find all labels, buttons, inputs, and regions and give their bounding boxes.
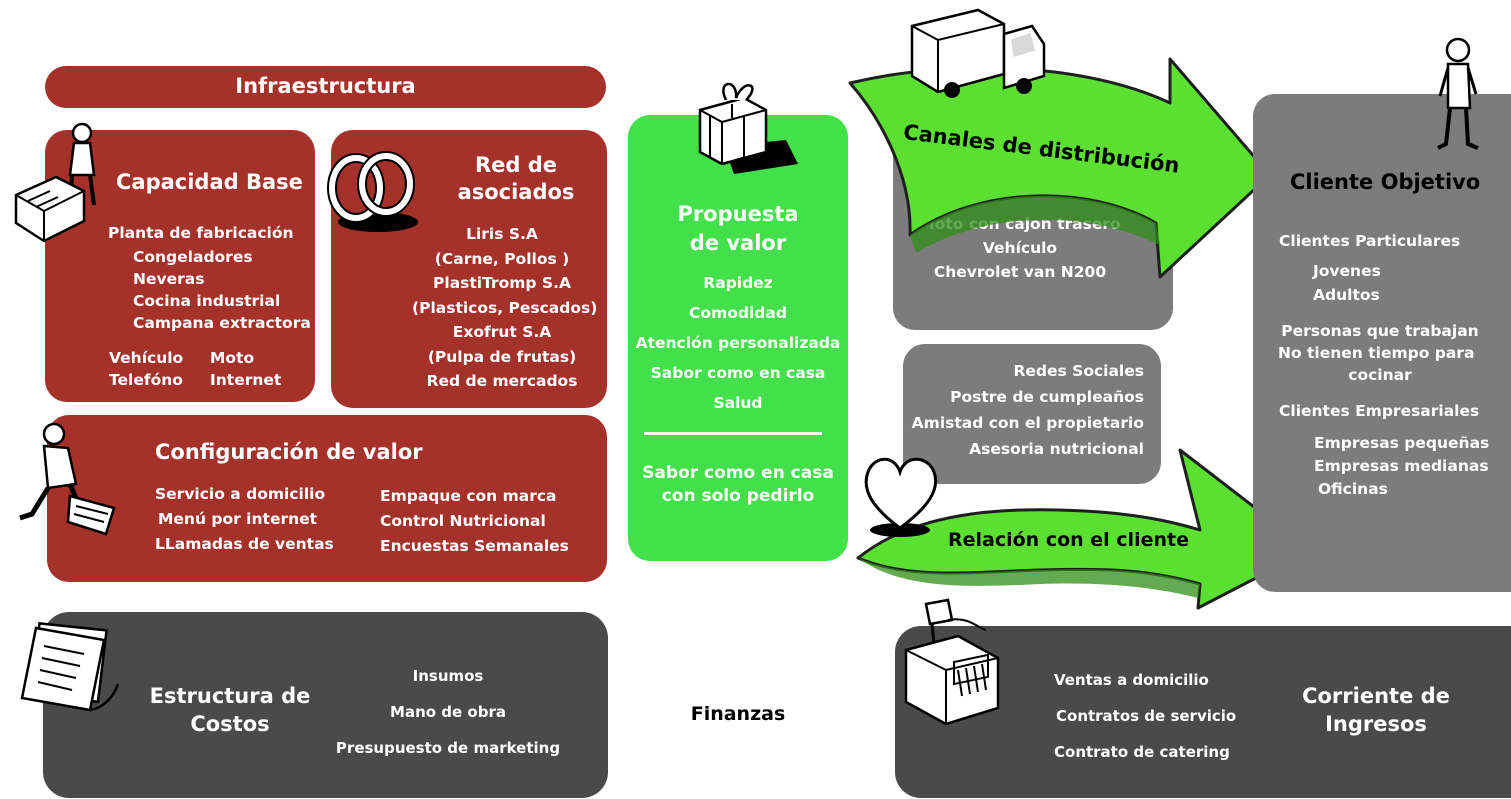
propuesta-divider: [644, 432, 822, 435]
paper-sheets-icon: [20, 622, 120, 712]
list-item: Insumos: [412, 667, 484, 685]
capacidad-base-left-list: Vehículo Telefóno: [109, 347, 183, 391]
propuesta-valor-box: [628, 115, 848, 561]
list-item: LLamadas de ventas: [155, 535, 334, 553]
clientes-particulares-list: Jovenes Adultos: [1313, 259, 1381, 307]
red-asociados-title: Red de asociados: [457, 153, 575, 204]
list-item: Adultos: [1313, 286, 1380, 304]
list-item: Congeladores: [133, 248, 253, 266]
relacion-box: [903, 344, 1161, 484]
clientes-particulares-label: Clientes Particulares: [1279, 232, 1461, 250]
list-item: Presupuesto de marketing: [335, 739, 561, 757]
list-item: Encuestas Semanales: [380, 537, 569, 555]
gift-box-icon: [698, 82, 798, 174]
standing-person-icon: [1437, 37, 1479, 150]
list-item: Atención personalizada: [635, 334, 841, 352]
relacion-title: Relación con el cliente: [948, 529, 1189, 551]
propuesta-valor-list: Rapidez Comodidad Atención personalizada…: [628, 268, 848, 418]
red-asociados-list: Liris S.A (Carne, Pollos ) PlastiTromp S…: [412, 222, 598, 394]
list-item: (Pulpa de frutas): [427, 347, 577, 366]
estructura-costos-title: Estructura de Costos: [149, 684, 311, 736]
list-item: Red de mercados: [426, 372, 578, 390]
list-item: Servicio a domicilio: [155, 485, 326, 503]
list-item: Sabor como en casa: [650, 364, 826, 382]
list-item: Postre de cumpleaños: [950, 388, 1144, 406]
clientes-empresariales-label: Clientes Empresariales: [1279, 402, 1480, 420]
list-item: Exofrut S.A: [452, 323, 552, 341]
corriente-ingresos-box: [895, 626, 1511, 798]
list-item: (Plasticos, Pescados): [412, 298, 598, 317]
configuracion-valor-right-list: Empaque con marca Control Nutricional En…: [380, 484, 569, 559]
heart-icon: [864, 457, 938, 537]
configuracion-valor-title: Configuración de valor: [155, 440, 423, 464]
propuesta-slogan: Sabor como en casa con solo pedirlo: [642, 463, 834, 506]
list-item: Mano de obra: [390, 703, 506, 721]
truck-icon: [910, 8, 1046, 98]
capacidad-base-list: Congeladores Neveras Cocina industrial C…: [133, 246, 311, 334]
cliente-objetivo-box: [1253, 94, 1511, 592]
list-item: Liris S.A: [466, 225, 538, 243]
relacion-list: Redes Sociales Postre de cumpleaños Amis…: [910, 358, 1144, 462]
infraestructura-title: Infraestructura: [235, 74, 416, 98]
list-item: Telefóno: [109, 371, 183, 389]
cliente-objetivo-title: Cliente Objetivo: [1290, 170, 1481, 194]
rings-icon: [327, 151, 418, 232]
list-item: Ventas a domicilio: [1054, 671, 1209, 689]
configuracion-valor-left-list: Servicio a domicilio Menú por internet L…: [155, 482, 334, 557]
propuesta-valor-title: Propuesta de valor: [677, 202, 799, 255]
list-item: Chevrolet van N200: [933, 263, 1107, 281]
list-item: Cocina industrial: [133, 292, 281, 310]
personas-trabajan-text: Personas que trabajan No tienen tiempo p…: [1278, 322, 1479, 384]
capacidad-base-title: Capacidad Base: [116, 170, 303, 194]
list-item: Redes Sociales: [1013, 362, 1144, 380]
estructura-costos-list: Insumos Mano de obra Presupuesto de mark…: [328, 658, 568, 766]
list-item: Moto: [210, 349, 255, 367]
list-item: Comodidad: [689, 304, 787, 322]
cash-register-icon: [904, 598, 1000, 726]
finanzas-label: Finanzas: [690, 703, 786, 725]
kneeling-worker-icon: [19, 422, 116, 536]
list-item: Empresas medianas: [1314, 457, 1489, 475]
list-item: Vehículo: [982, 239, 1058, 257]
list-item: Control Nutricional: [380, 512, 546, 530]
relacion-arrow: [856, 448, 1312, 610]
list-item: Asesoria nutricional: [969, 440, 1144, 458]
infraestructura-bar: [45, 66, 606, 108]
list-item: Jovenes: [1313, 262, 1381, 280]
corriente-ingresos-title: Corriente de Ingresos: [1302, 684, 1450, 736]
list-item: Empresas pequeñas: [1314, 434, 1490, 452]
list-item: Empaque con marca: [380, 487, 557, 505]
clientes-empresariales-list: Empresas pequeñas Empresas medianas Ofic…: [1314, 432, 1489, 501]
corriente-ingresos-list: Ventas a domicilio Contratos de servicio…: [1040, 662, 1250, 770]
list-item: Internet: [210, 371, 282, 389]
list-item: PlastiTromp S.A: [433, 274, 571, 292]
worker-machine-icon: [14, 122, 96, 243]
list-item: Amistad con el propietario: [911, 414, 1144, 432]
list-item: Campana extractora: [133, 314, 311, 332]
list-item: Salud: [713, 394, 763, 412]
list-item: (Carne, Pollos ): [434, 249, 570, 268]
list-item: Contrato de catering: [1054, 743, 1230, 761]
list-item: Neveras: [133, 270, 205, 288]
capacidad-base-right-list: Moto Internet: [210, 347, 281, 391]
list-item: Menú por internet: [158, 510, 318, 528]
list-item: Rapidez: [703, 274, 773, 292]
list-item: Contratos de servicio: [1056, 707, 1237, 725]
list-item: Oficinas: [1318, 480, 1388, 498]
estructura-costos-box: [43, 612, 608, 798]
capacidad-base-heading: Planta de fabricación: [108, 224, 294, 242]
configuracion-valor-box: [47, 415, 607, 582]
list-item: Vehículo: [109, 349, 184, 367]
